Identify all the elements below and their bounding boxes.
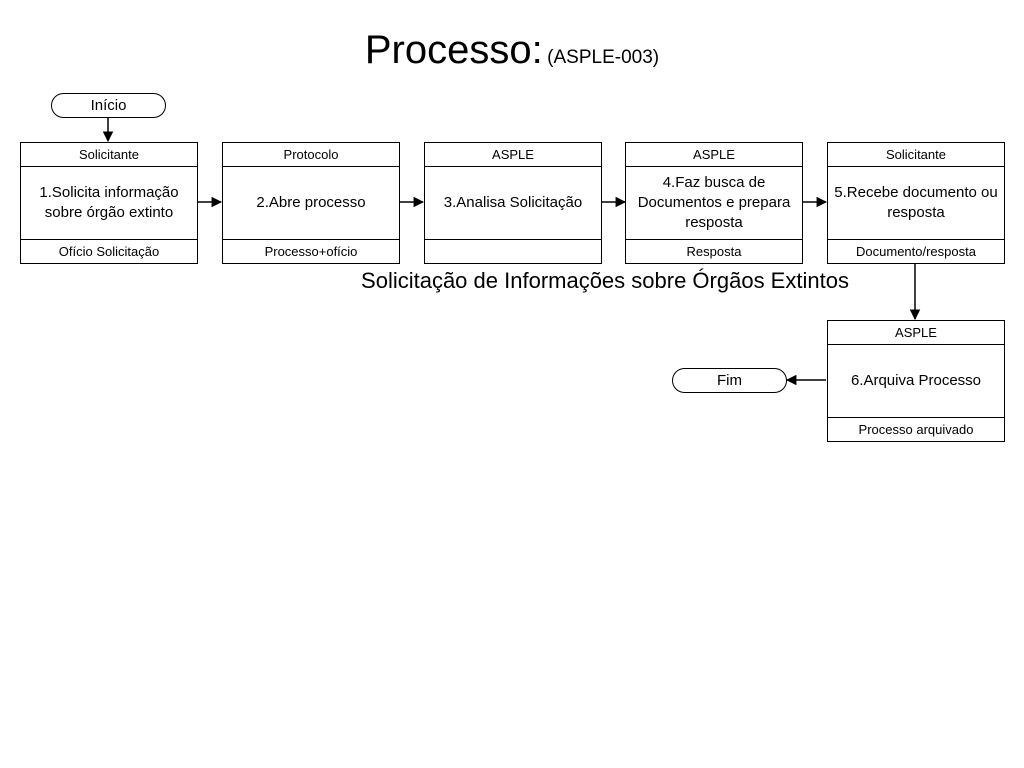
start-node: Início: [51, 93, 166, 118]
step-role: ASPLE: [828, 321, 1004, 345]
step-output: [425, 239, 601, 263]
step-activity: 5.Recebe documento ou resposta: [834, 184, 998, 221]
start-label: Início: [90, 97, 127, 114]
step-1: Solicitante 1.Solicita informação sobre …: [20, 142, 198, 264]
step-output: Processo+ofício: [223, 239, 399, 263]
step-role: ASPLE: [425, 143, 601, 167]
title-code: (ASPLE-003): [547, 47, 660, 68]
diagram-subtitle: Solicitação de Informações sobre Órgãos …: [361, 268, 849, 293]
step-role: Protocolo: [223, 143, 399, 167]
step-5: Solicitante 5.Recebe documento ou respos…: [827, 142, 1005, 264]
end-label: Fim: [717, 372, 742, 389]
step-activity: 2.Abre processo: [256, 194, 366, 211]
step-role: Solicitante: [828, 143, 1004, 167]
title-main: Processo:: [364, 28, 543, 72]
step-activity: 1.Solicita informação sobre órgão extint…: [39, 184, 179, 221]
step-output: Processo arquivado: [828, 417, 1004, 441]
step-activity: 4.Faz busca de Documentos e prepara resp…: [637, 174, 791, 231]
end-node: Fim: [672, 368, 787, 393]
step-role: ASPLE: [626, 143, 802, 167]
diagram-title: Processo: (ASPLE-003): [0, 30, 1024, 70]
step-3: ASPLE 3.Analisa Solicitação: [424, 142, 602, 264]
step-2: Protocolo 2.Abre processo Processo+ofíci…: [222, 142, 400, 264]
step-activity: 6.Arquiva Processo: [850, 372, 982, 389]
step-output: Ofício Solicitação: [21, 239, 197, 263]
step-output: Resposta: [626, 239, 802, 263]
step-output: Documento/resposta: [828, 239, 1004, 263]
step-6: ASPLE 6.Arquiva Processo Processo arquiv…: [827, 320, 1005, 442]
step-4: ASPLE 4.Faz busca de Documentos e prepar…: [625, 142, 803, 264]
step-activity: 3.Analisa Solicitação: [443, 194, 583, 211]
step-role: Solicitante: [21, 143, 197, 167]
